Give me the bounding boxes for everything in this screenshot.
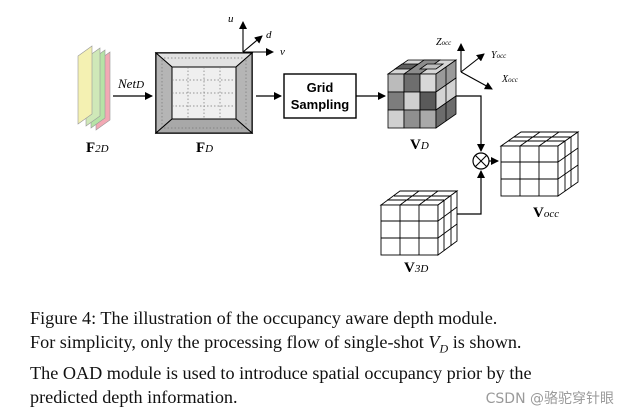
diagram-canvas: [77, 21, 580, 256]
axis-u-label: u: [228, 13, 234, 25]
occ-axes: [457, 43, 493, 90]
grid-sampling-box: [283, 73, 357, 119]
figure-caption: Figure 4: The illustration of the occupa…: [30, 306, 614, 409]
axis-y-occ-label: Yocc: [491, 50, 507, 61]
elementwise-product-operator: [472, 152, 490, 170]
caption-line-4: predicted depth information.: [30, 386, 238, 407]
fd-frustum: [154, 51, 254, 135]
vd-label: VD: [410, 137, 429, 153]
axis-x-occ-label: Xocc: [502, 74, 518, 85]
udv-axes: [239, 21, 274, 56]
v3d-label: V3D: [404, 260, 429, 276]
arrow-vd-to-product: [456, 95, 485, 152]
net-d-label: NetD: [118, 76, 145, 91]
arrow-v3d-to-product: [457, 170, 485, 215]
f2d-feature-stack: [77, 45, 111, 131]
axis-z-occ-label: Zocc: [436, 37, 452, 48]
grid-sampling-line2: Sampling: [290, 97, 350, 112]
grid-sampling-line1: Grid: [306, 80, 334, 95]
f2d-label: F2D: [86, 140, 109, 156]
caption-line-2: For simplicity, only the processing flow…: [30, 332, 522, 356]
oad-module-diagram: F2D NetD FD u d v Grid Sampling Zocc Yoc…: [77, 13, 580, 276]
caption-line-3: The OAD module is used to introduce spat…: [30, 362, 532, 383]
vocc-voxel-cube: [499, 131, 580, 197]
vd-voxel-cube: [386, 59, 458, 129]
axis-v-label: v: [280, 46, 285, 58]
grid-sampling-label: Grid Sampling: [284, 74, 356, 118]
vocc-label: Vocc: [533, 205, 560, 221]
fd-label: FD: [196, 140, 214, 156]
source-watermark: CSDN @骆驼穿针眼: [485, 391, 614, 407]
axis-d-label: d: [266, 29, 272, 41]
caption-line-1: Figure 4: The illustration of the occupa…: [30, 308, 498, 328]
v3d-voxel-cube: [379, 190, 459, 256]
